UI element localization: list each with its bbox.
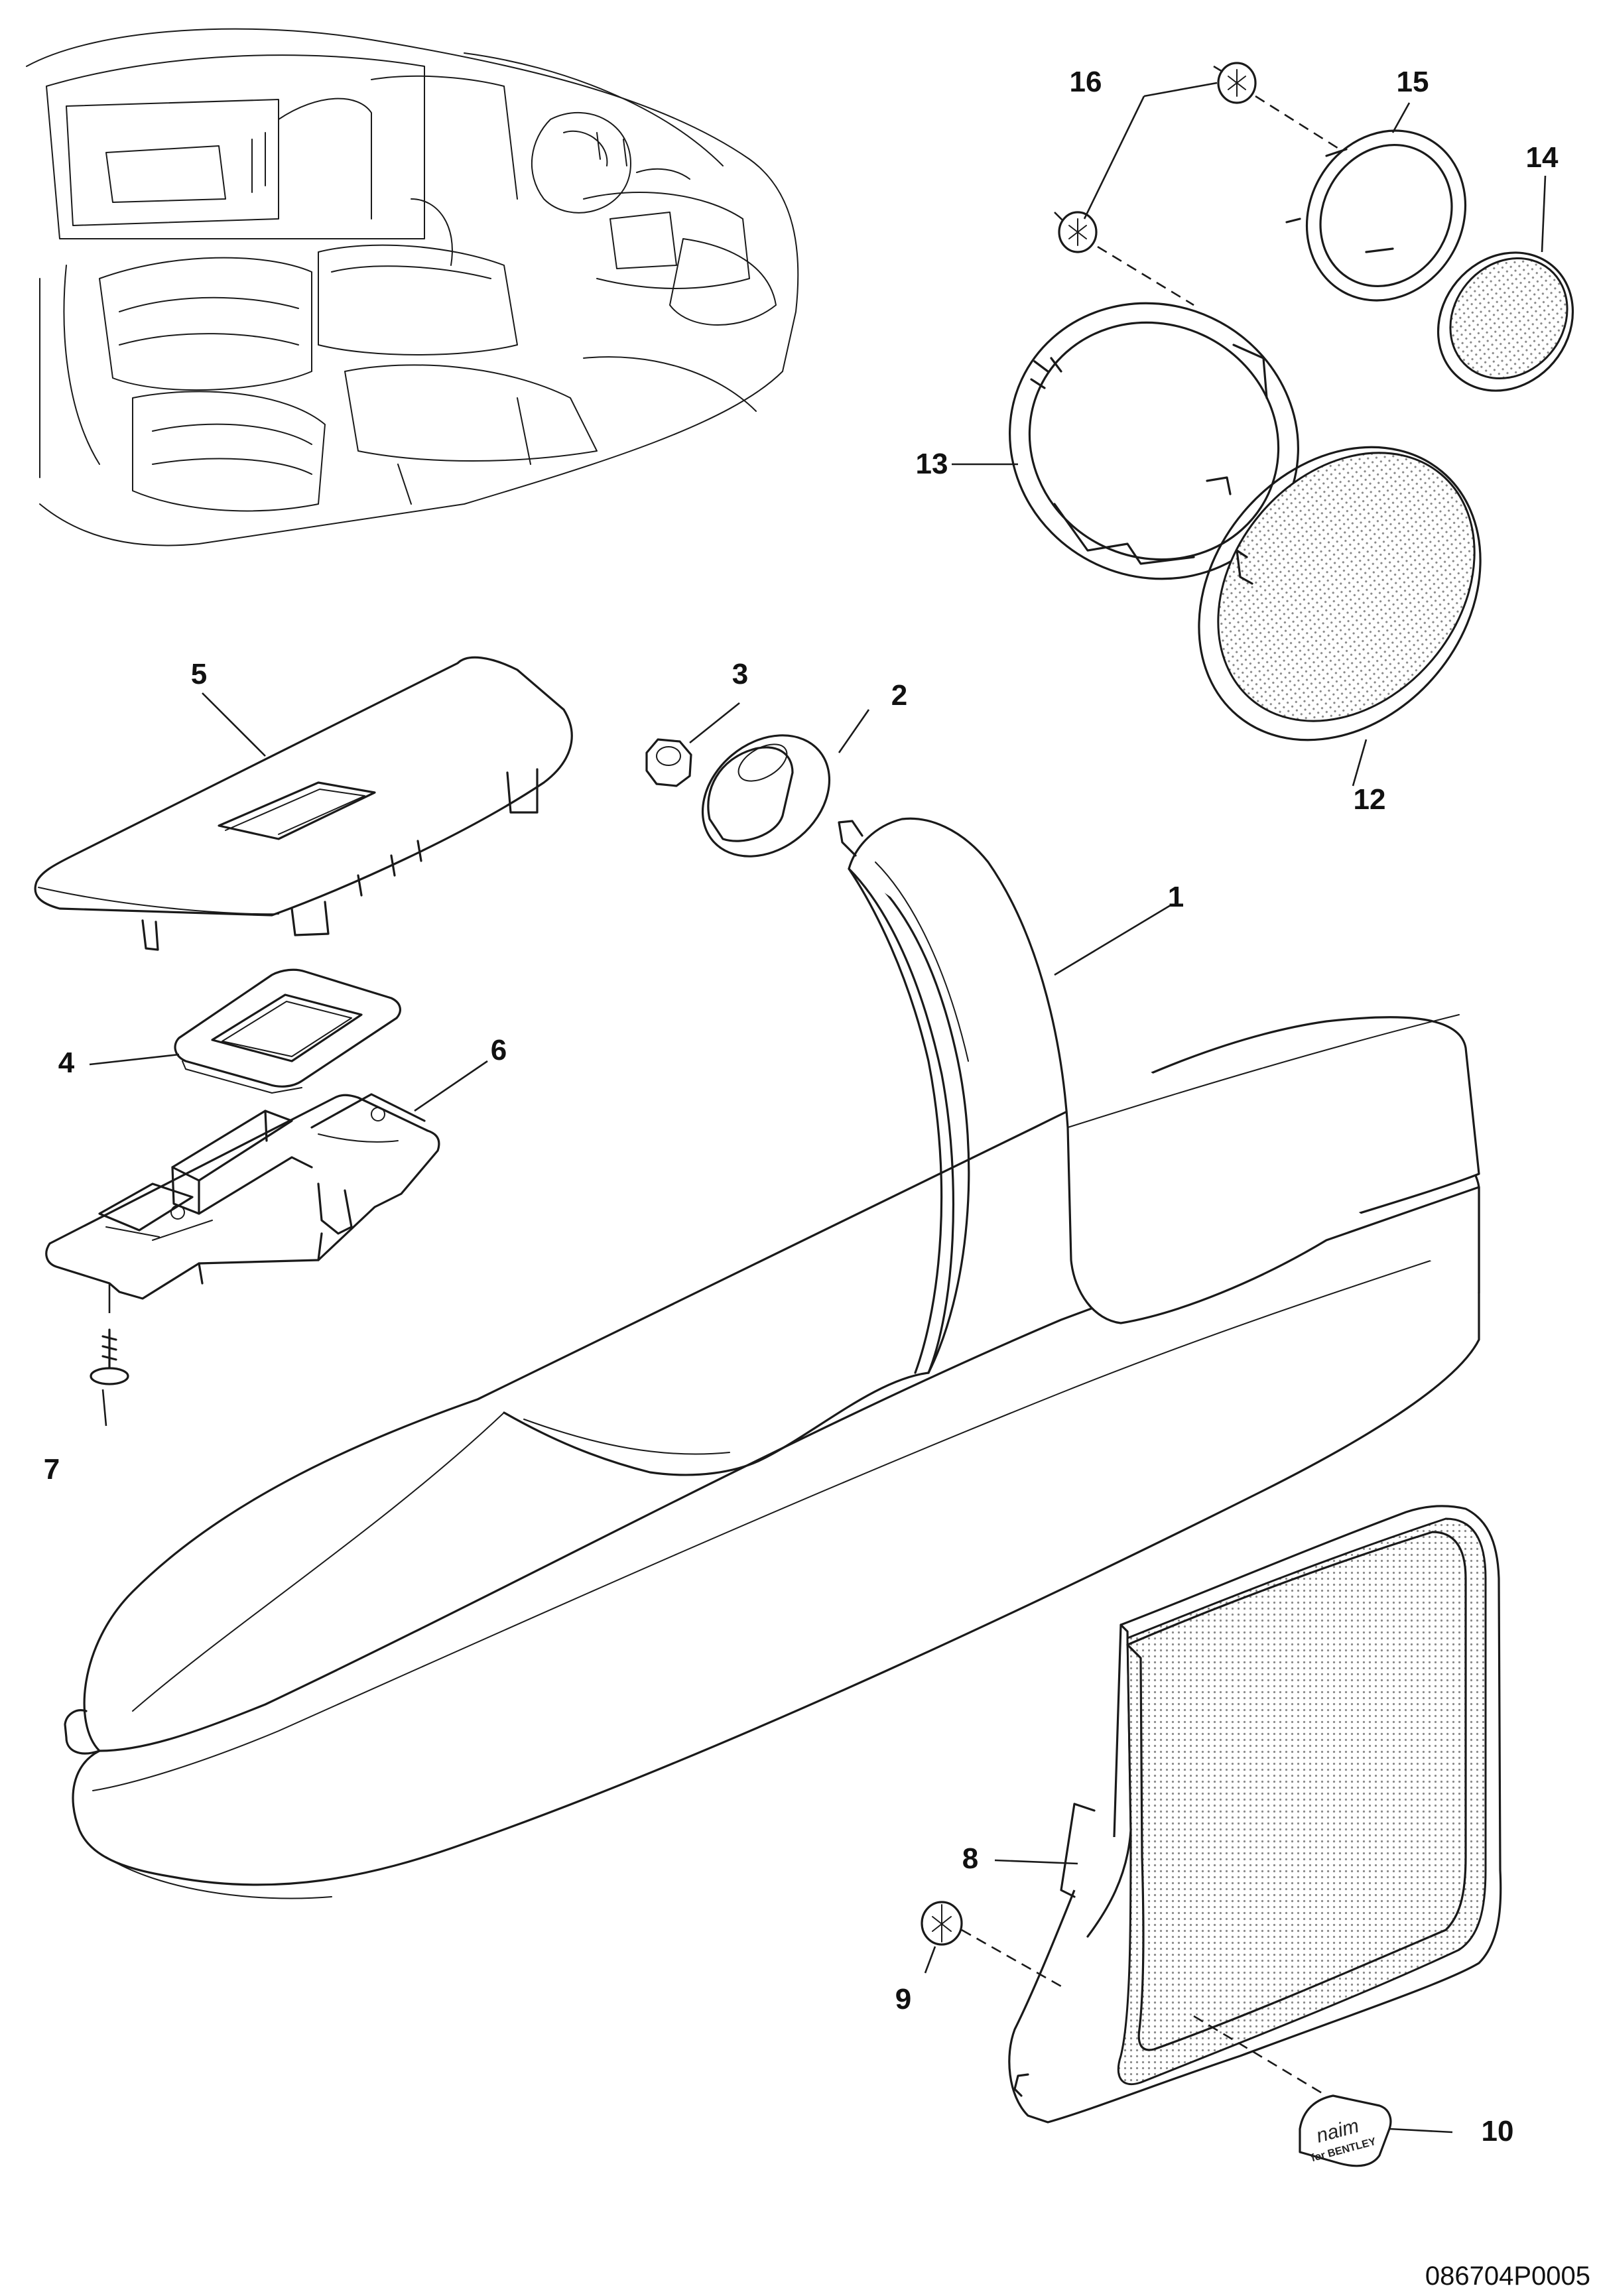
callout-4: 4 [58, 1047, 75, 1079]
callout-1: 1 [1168, 881, 1184, 913]
callout-10: 10 [1482, 2115, 1514, 2147]
car-interior-inset [26, 28, 799, 546]
callout-12: 12 [1354, 783, 1386, 816]
callout-15: 15 [1397, 66, 1429, 98]
speaker-ring-small [1285, 129, 1467, 302]
callout-8: 8 [962, 1842, 978, 1875]
callout-9: 9 [895, 1983, 911, 2015]
callout-5: 5 [191, 658, 207, 690]
door-armrest-pull [64, 817, 1480, 1899]
nut [645, 738, 692, 787]
callout-6: 6 [491, 1034, 507, 1066]
callout-14: 14 [1526, 141, 1559, 174]
leader-lines [89, 82, 1547, 2134]
door-speaker-panel: naim for BENTLEY [1008, 1505, 1502, 2167]
drawing-reference: 086704P0005 [1425, 2262, 1590, 2291]
switch-bezel [174, 968, 401, 1094]
callout-3: 3 [732, 658, 748, 690]
callout-16: 16 [1070, 66, 1102, 98]
speaker-grille-large [1198, 446, 1482, 741]
grommet [701, 734, 831, 858]
speaker-grille-small [1437, 251, 1574, 392]
callout-7: 7 [44, 1453, 60, 1486]
clip-panel [921, 1901, 963, 1946]
screw [90, 1283, 129, 1385]
clip-upper [1217, 62, 1257, 104]
switch-panel-cover [34, 656, 573, 951]
callout-13: 13 [916, 448, 948, 480]
window-switch-pack [45, 1093, 440, 1300]
callouts: 1 2 3 4 5 6 7 8 9 10 12 13 14 15 16 [44, 66, 1559, 2147]
clip-lower [1058, 211, 1098, 253]
callout-2: 2 [891, 679, 907, 712]
